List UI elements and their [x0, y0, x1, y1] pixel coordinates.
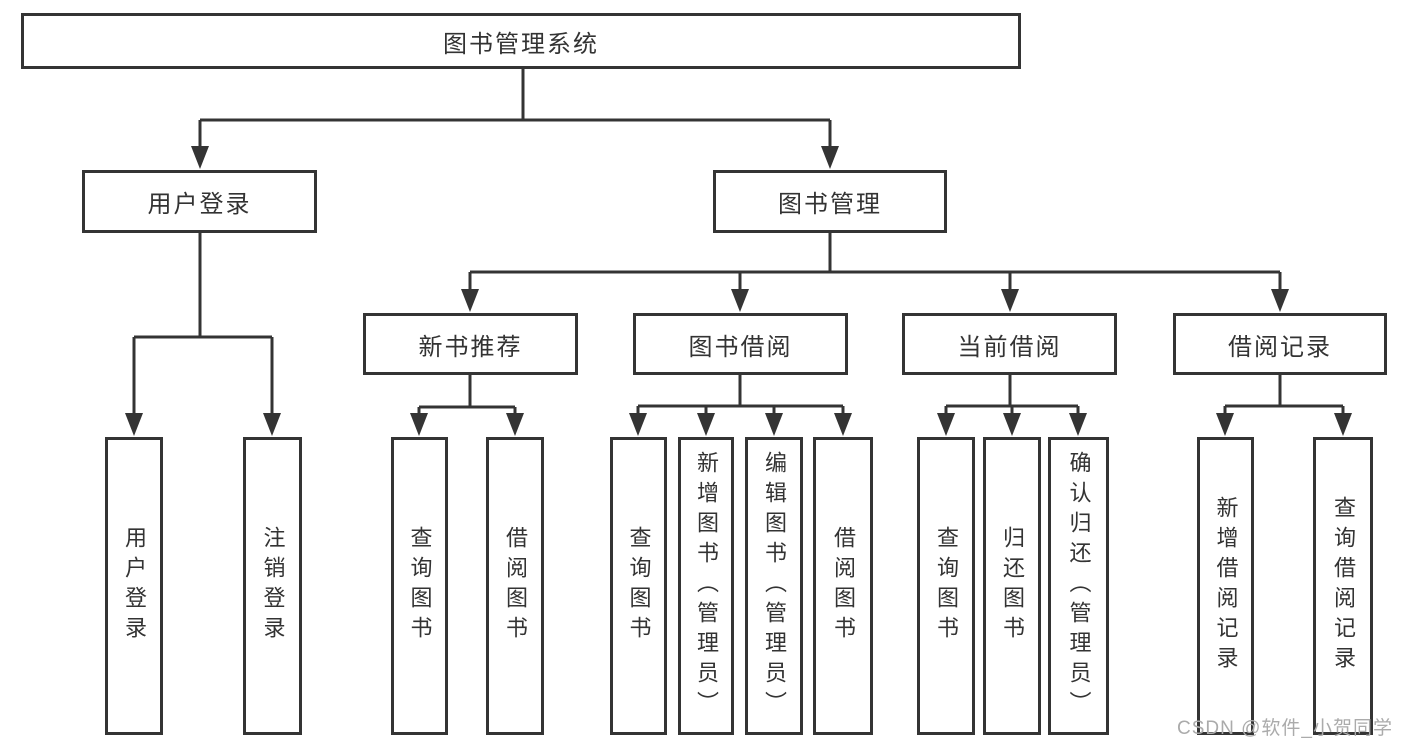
node-new-book-recommend: 新书推荐: [363, 313, 578, 375]
node-user-login: 用户登录: [82, 170, 317, 233]
node-book-borrow-label: 图书借阅: [688, 333, 793, 361]
leaf-nb-borrow-books-label: 借阅图书: [503, 526, 528, 646]
arrowhead-br-query: [1334, 413, 1352, 436]
arrowhead-bb-borrow: [834, 413, 852, 436]
node-root-library-system: 图书管理系统: [21, 13, 1021, 69]
watermark: CSDN @软件_小贺同学: [1177, 718, 1393, 739]
leaf-br-query-record: 查询借阅记录: [1313, 437, 1373, 735]
node-book-borrow: 图书借阅: [633, 313, 848, 375]
leaf-br-add-record-label: 新增借阅记录: [1213, 496, 1239, 676]
leaf-cb-confirm-return-admin: 确认归还（管理员）: [1048, 437, 1109, 735]
leaf-br-add-record: 新增借阅记录: [1197, 437, 1254, 735]
arrowhead-nb-borrow: [506, 413, 524, 436]
node-current-borrow: 当前借阅: [902, 313, 1117, 375]
leaf-bb-edit-books-admin: 编辑图书（管理员）: [745, 437, 803, 735]
arrowhead-bb-add: [697, 413, 715, 436]
leaf-bb-borrow-books: 借阅图书: [813, 437, 873, 735]
node-borrow-records: 借阅记录: [1173, 313, 1387, 375]
leaf-user-login: 用户登录: [105, 437, 163, 735]
leaf-cb-return-books: 归还图书: [983, 437, 1041, 735]
arrowhead-br-add: [1216, 413, 1234, 436]
leaf-cb-return-books-label: 归还图书: [1000, 526, 1025, 646]
arrowhead-bb-edit: [765, 413, 783, 436]
leaf-bb-borrow-books-label: 借阅图书: [831, 526, 856, 646]
node-book-management-label: 图书管理: [778, 191, 882, 218]
arrowhead-new-book: [461, 289, 479, 312]
arrowhead-cb-query: [937, 413, 955, 436]
leaf-logout: 注销登录: [243, 437, 302, 735]
arrowhead-leaf-logout: [263, 413, 281, 436]
arrowhead-leaf-user-login: [125, 413, 143, 436]
arrowhead-current-borrow: [1001, 289, 1019, 312]
leaf-cb-confirm-return-admin-label: 确认归还（管理员）: [1066, 451, 1092, 721]
arrowhead-book-management: [821, 146, 839, 169]
arrowhead-cb-return: [1003, 413, 1021, 436]
leaf-bb-query-books: 查询图书: [610, 437, 667, 735]
leaf-bb-add-books-admin-label: 新增图书（管理员）: [694, 451, 719, 721]
leaf-bb-add-books-admin: 新增图书（管理员）: [678, 437, 734, 735]
node-current-borrow-label: 当前借阅: [957, 333, 1062, 361]
arrowhead-book-borrow: [731, 289, 749, 312]
node-book-management: 图书管理: [713, 170, 947, 233]
node-borrow-records-label: 借阅记录: [1228, 333, 1332, 361]
leaf-nb-query-books-label: 查询图书: [407, 526, 433, 646]
arrowheads: [125, 146, 1352, 436]
leaf-nb-query-books: 查询图书: [391, 437, 448, 735]
arrowhead-cb-confirm: [1069, 413, 1087, 436]
leaf-bb-query-books-label: 查询图书: [626, 526, 652, 646]
leaf-logout-label: 注销登录: [260, 526, 286, 646]
arrowhead-nb-query: [410, 413, 428, 436]
arrowhead-user-login: [191, 146, 209, 169]
leaf-cb-query-books: 查询图书: [917, 437, 975, 735]
leaf-cb-query-books-label: 查询图书: [934, 526, 959, 646]
leaf-nb-borrow-books: 借阅图书: [486, 437, 544, 735]
leaf-br-query-record-label: 查询借阅记录: [1331, 496, 1356, 676]
leaf-bb-edit-books-admin-label: 编辑图书（管理员）: [762, 451, 787, 721]
node-root-label: 图书管理系统: [443, 30, 599, 58]
node-new-book-recommend-label: 新书推荐: [418, 333, 523, 361]
leaf-user-login-label: 用户登录: [122, 526, 147, 646]
arrowhead-bb-query: [629, 413, 647, 436]
node-user-login-label: 用户登录: [147, 191, 252, 218]
arrowhead-borrow-records: [1271, 289, 1289, 312]
